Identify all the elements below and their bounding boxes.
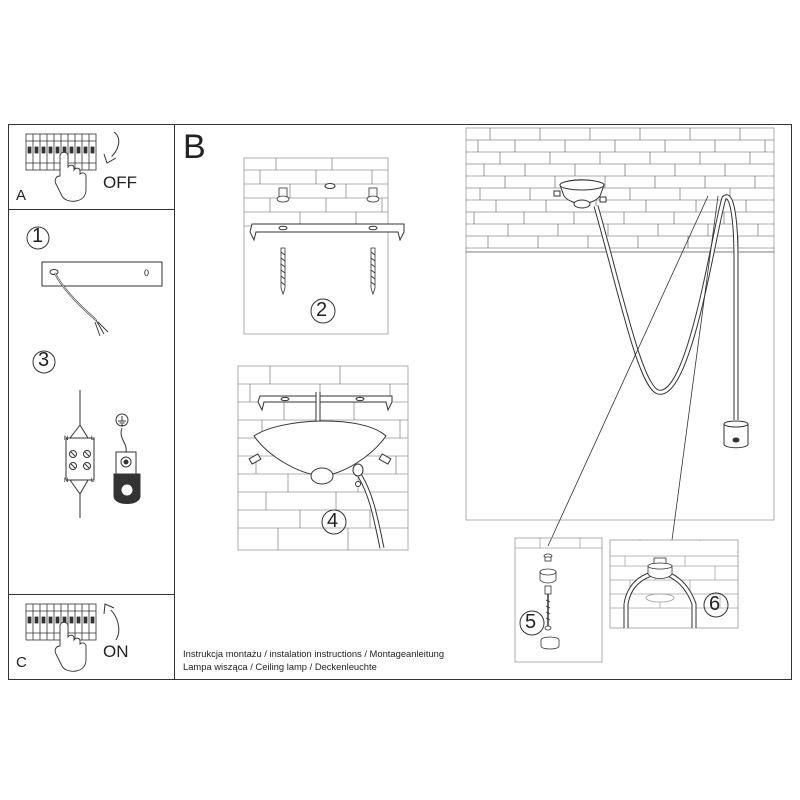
panel-c-action: ON xyxy=(103,642,129,661)
brick-wall xyxy=(515,538,602,549)
curved-arrow-up-icon xyxy=(103,603,120,641)
ceiling-canopy xyxy=(645,557,675,603)
footer-instructions-title: Instrukcja montażu / instalation instruc… xyxy=(183,648,445,659)
hand-icon xyxy=(54,151,87,202)
plate-hole xyxy=(49,269,59,275)
step-3-label: 3 xyxy=(38,349,50,371)
brick-wall xyxy=(244,158,388,227)
step-1-label: 1 xyxy=(32,225,44,247)
terminal-label-n-bottom: N xyxy=(64,478,69,484)
step-6-circle xyxy=(703,592,729,618)
panel-c-letter: C xyxy=(16,654,27,671)
step-4-frame xyxy=(237,365,409,551)
terminal-label-l-top: L xyxy=(91,436,95,442)
step-2-circle xyxy=(310,298,336,324)
panel-b-letter: B xyxy=(183,128,206,166)
main-scene-frame xyxy=(465,127,775,521)
panel-divider xyxy=(174,124,176,680)
terminal-block xyxy=(65,390,95,518)
mounting-plate xyxy=(41,261,163,287)
lamp-shade xyxy=(248,420,392,487)
plate-mark: 0 xyxy=(144,268,150,278)
pendant-cord xyxy=(593,194,739,420)
brick-wall xyxy=(466,128,774,249)
ceiling-canopy xyxy=(553,179,607,209)
ground-icon xyxy=(115,413,129,427)
step-4-label: 4 xyxy=(327,510,339,532)
step-1-circle xyxy=(26,226,50,250)
outer-frame xyxy=(8,124,792,680)
panel-a-letter: A xyxy=(16,187,27,204)
canopy-parts xyxy=(539,553,560,650)
ceiling-mount-bracket xyxy=(257,395,393,412)
leader-line-6 xyxy=(671,195,719,541)
footer-product-name: Lampa wisząca / Ceiling lamp / Deckenleu… xyxy=(183,661,377,672)
ceiling-hole xyxy=(324,183,336,189)
step-3-circle xyxy=(32,350,56,374)
hand-icon xyxy=(54,621,87,672)
ceiling-mount-bracket xyxy=(249,223,405,242)
circuit-breaker-icon xyxy=(25,603,97,641)
step-2-frame xyxy=(243,157,389,335)
step-6-label: 6 xyxy=(709,593,721,615)
terminal-label-n-top: N xyxy=(64,436,69,442)
screw-icon xyxy=(280,247,376,296)
terminal-label-l-bottom: L xyxy=(91,478,95,484)
ground-clamp xyxy=(113,451,141,504)
leader-line-5 xyxy=(547,195,709,547)
step-5-circle xyxy=(519,610,545,636)
step-2-label: 2 xyxy=(316,299,328,321)
step-4-circle xyxy=(321,509,347,535)
curved-arrow-down-icon xyxy=(103,131,120,164)
step-5-label: 5 xyxy=(525,611,537,633)
step-5-frame xyxy=(514,537,603,663)
lamp-head xyxy=(723,420,749,449)
panel-a-action: OFF xyxy=(103,173,137,192)
step-6-frame xyxy=(609,539,739,629)
screw-icon xyxy=(276,187,380,203)
